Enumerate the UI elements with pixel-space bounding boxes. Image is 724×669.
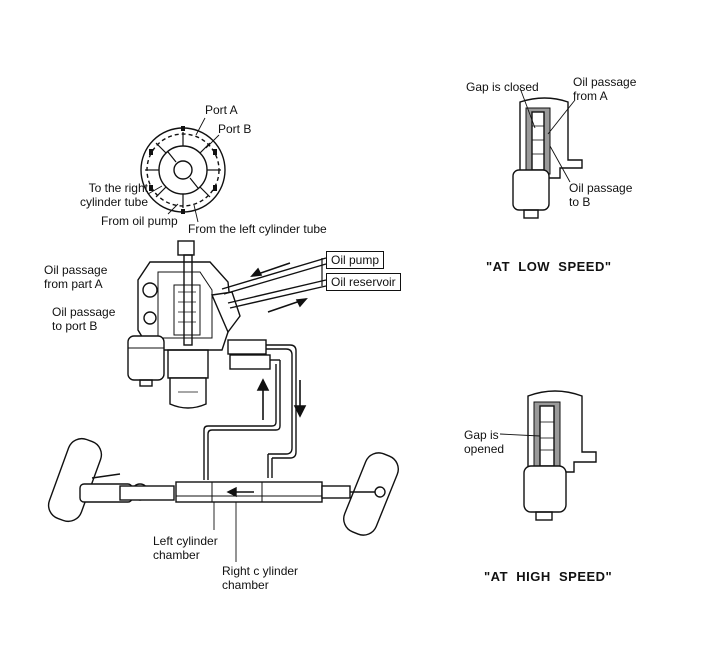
label-oil-passage-from-a: Oil passage from A xyxy=(573,75,637,103)
label-port-b: Port B xyxy=(218,122,252,136)
label-from-oil-pump: From oil pump xyxy=(101,214,178,228)
label-right-cylinder-chamber: Right c ylinder chamber xyxy=(222,564,299,592)
cylinder-tubes xyxy=(203,339,297,480)
steering-gear-housing xyxy=(127,240,241,409)
valve-low-speed xyxy=(512,87,583,219)
oil-lines xyxy=(221,257,327,309)
flow-arrows xyxy=(250,262,308,420)
caption-at-low-speed: "AT LOW SPEED" xyxy=(486,259,612,274)
valve-high-speed xyxy=(499,390,597,521)
label-oil-reservoir: Oil reservoir xyxy=(326,273,401,291)
label-oil-passage-to-port-b: Oil passage to port B xyxy=(52,305,116,333)
rack-assembly xyxy=(47,437,399,562)
label-left-cylinder-chamber: Left cylinder chamber xyxy=(153,534,218,562)
label-gap-is-opened: Gap is opened xyxy=(464,428,505,456)
label-oil-passage-to-b: Oil passage to B xyxy=(569,181,633,209)
label-port-a: Port A xyxy=(205,103,238,117)
label-oil-pump: Oil pump xyxy=(326,251,385,269)
rotary-valve-section xyxy=(140,117,226,223)
label-from-left-cylinder-tube: From the left cylinder tube xyxy=(188,222,327,236)
label-oil-passage-from-part-a: Oil passage from part A xyxy=(44,263,108,291)
label-to-right-cylinder-tube: To the right cylinder tube xyxy=(79,181,148,209)
caption-at-high-speed: "AT HIGH SPEED" xyxy=(484,569,613,584)
label-gap-is-closed: Gap is closed xyxy=(466,80,539,94)
